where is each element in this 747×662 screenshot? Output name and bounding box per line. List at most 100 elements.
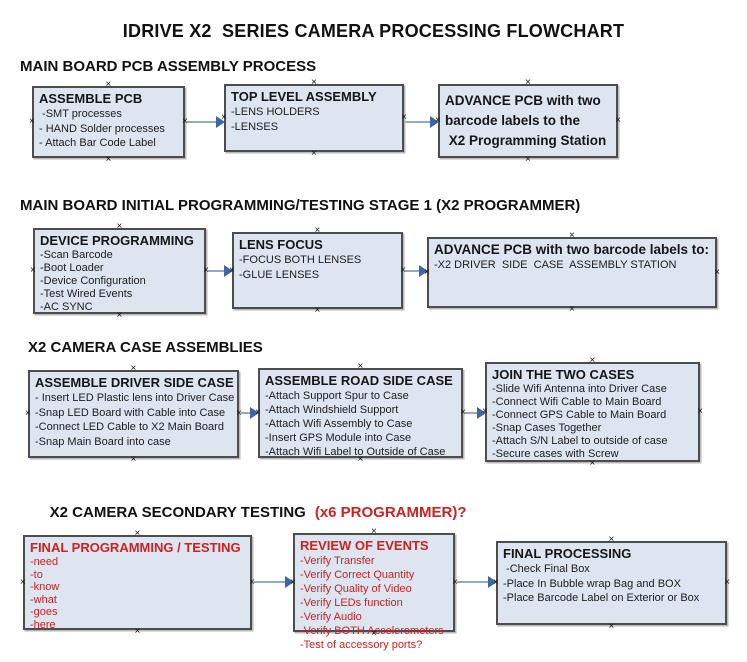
box-item: -Test Wired Events: [40, 288, 133, 300]
anchor-x-icon: ×: [714, 266, 720, 278]
box-title-line: ADVANCE PCB with two: [445, 93, 601, 108]
box-item: -LENS HOLDERS: [231, 106, 320, 118]
anchor-x-icon: ×: [569, 304, 575, 315]
box-item: -FOCUS BOTH LENSES: [239, 254, 362, 266]
flow-box-review-of-events: × × × × REVIEW OF EVENTS -Verify Transfe…: [290, 527, 458, 652]
connector-arrow: [187, 116, 225, 128]
box-title-line: barcode labels to the: [445, 113, 581, 128]
anchor-x-icon: ×: [30, 265, 36, 276]
section-heading-initial-programming: MAIN BOARD INITIAL PROGRAMMING/TESTING S…: [20, 197, 581, 214]
box-item: -Attach Windshield Support: [265, 404, 399, 416]
arrowhead-icon: [285, 576, 294, 588]
anchor-x-icon: ×: [525, 154, 531, 165]
box-item: -Test of accessory ports?: [300, 639, 423, 651]
box-item: -Place In Bubble wrap Bag and BOX: [503, 577, 681, 590]
box-title: TOP LEVEL ASSEMBLY: [231, 89, 377, 104]
connector-arrow: [405, 116, 439, 128]
anchor-x-icon: ×: [569, 230, 575, 241]
section-heading-pcb-assembly: MAIN BOARD PCB ASSEMBLY PROCESS: [20, 58, 317, 75]
box-item: -Boot Loader: [40, 262, 104, 274]
anchor-x-icon: ×: [724, 577, 730, 588]
arrowhead-icon: [216, 116, 225, 128]
flow-box-assemble-driver-side-case: × × × × ASSEMBLE DRIVER SIDE CASE - Inse…: [25, 364, 242, 465]
box-item: -Insert GPS Module into Case: [265, 432, 412, 444]
box-title: ASSEMBLE PCB: [39, 91, 143, 106]
box-title: FINAL PROCESSING: [503, 546, 632, 561]
box-item: -Check Final Box: [503, 563, 590, 575]
box-item: -X2 DRIVER SIDE CASE ASSEMBLY STATION: [434, 259, 677, 271]
box-item: -Attach Wifi Label to Outside of Case: [265, 446, 446, 458]
flow-box-join-the-two-cases: × × × × JOIN THE TWO CASES -Slide Wifi A…: [482, 356, 703, 469]
box-title: ADVANCE PCB with two barcode labels to:: [434, 242, 710, 257]
flow-box-final-processing: × × × × FINAL PROCESSING -Check Final Bo…: [493, 535, 730, 632]
box-item: -Connect LED Cable to X2 Main Board: [35, 421, 224, 433]
connector-arrow: [457, 576, 497, 588]
box-item: -Attach S/N Label to outside of case: [492, 435, 668, 447]
anchor-x-icon: ×: [311, 77, 317, 88]
heading-black-text: X2 CAMERA SECONDARY TESTING: [49, 504, 306, 521]
box-item: -Connect Wifi Cable to Main Board: [492, 396, 662, 408]
anchor-x-icon: ×: [311, 148, 317, 159]
box-item: -Verify Audio: [300, 611, 362, 623]
box-item: -need: [30, 556, 59, 568]
box-item: -Snap LED Board with Cable into Case: [35, 406, 226, 419]
box-title: LENS FOCUS: [239, 237, 323, 252]
flow-box-device-programming: × × × × DEVICE PROGRAMMING -Scan Barcode…: [30, 222, 209, 321]
connector-arrow: [465, 407, 486, 419]
flow-box-assemble-road-side-case: × × × × ASSEMBLE ROAD SIDE CASE -Attach …: [255, 362, 466, 465]
flow-box-lens-focus: × × × × LENS FOCUS -FOCUS BOTH LENSES -G…: [229, 226, 406, 316]
box-item: -Snap Cases Together: [492, 422, 602, 434]
anchor-x-icon: ×: [130, 363, 137, 374]
flow-box-final-programming-testing: × × × × FINAL PROGRAMMING / TESTING -nee…: [20, 529, 255, 637]
anchor-x-icon: ×: [130, 454, 137, 465]
flow-box-assemble-pcb: × × × × ASSEMBLE PCB -SMT processes - HA…: [29, 80, 188, 165]
connector-arrow: [241, 407, 259, 419]
anchor-x-icon: ×: [20, 576, 26, 588]
anchor-x-icon: ×: [116, 221, 123, 232]
box-title: DEVICE PROGRAMMING: [40, 233, 194, 248]
box-item: -Scan Barcode: [40, 249, 113, 261]
box-item: -to: [30, 568, 43, 581]
connector-arrow: [405, 265, 428, 277]
box-item: -Secure cases with Screw: [492, 448, 619, 460]
anchor-x-icon: ×: [105, 79, 112, 90]
box-item: -Place Barcode Label on Exterior or Box: [503, 592, 700, 604]
box-item: -here: [30, 618, 56, 631]
box-item: -Slide Wifi Antenna into Driver Case: [492, 383, 667, 395]
box-title: REVIEW OF EVENTS: [300, 538, 429, 553]
flow-box-advance-to-programming: × × × × ADVANCE PCB with two barcode lab…: [435, 78, 621, 165]
heading-red-text: (x6 PROGRAMMER)?: [314, 504, 467, 521]
box-item: - HAND Solder processes: [39, 122, 165, 135]
connector-arrow: [208, 265, 233, 277]
box-item: - Attach Bar Code Label: [39, 137, 156, 149]
anchor-x-icon: ×: [589, 355, 596, 366]
anchor-x-icon: ×: [608, 621, 615, 632]
box-item: -Verify Quality of Video: [300, 583, 412, 595]
box-item: -SMT processes: [39, 108, 122, 120]
arrowhead-icon: [488, 576, 497, 588]
box-item: -Verify BOTH Accelerometers: [300, 625, 444, 637]
anchor-x-icon: ×: [357, 361, 364, 372]
anchor-x-icon: ×: [697, 406, 703, 417]
section-heading-secondary-testing: X2 CAMERA SECONDARY TESTING (x6 PROGRAMME…: [33, 487, 467, 538]
connector-arrow: [254, 576, 294, 588]
anchor-x-icon: ×: [25, 408, 31, 419]
box-title: JOIN THE TWO CASES: [492, 367, 635, 382]
box-title: ASSEMBLE ROAD SIDE CASE: [265, 373, 453, 388]
box-item: -Attach Wifi Assembly to Case: [265, 418, 413, 430]
box-item: -Connect GPS Cable to Main Board: [492, 409, 667, 421]
box-item: -what: [30, 593, 57, 606]
section-heading-case-assemblies: X2 CAMERA CASE ASSEMBLIES: [28, 339, 263, 356]
box-item: -Verify Transfer: [300, 555, 375, 567]
box-item: -goes: [30, 606, 58, 618]
anchor-x-icon: ×: [615, 115, 621, 126]
arrowhead-icon: [224, 265, 233, 277]
anchor-x-icon: ×: [589, 458, 596, 469]
box-item: -Device Configuration: [40, 275, 146, 287]
anchor-x-icon: ×: [29, 116, 35, 127]
box-item: -Verify Correct Quantity: [300, 569, 415, 581]
flow-box-advance-to-case-assembly: × × × × ADVANCE PCB with two barcode lab…: [424, 231, 720, 315]
box-item: -Snap Main Board into case: [35, 435, 171, 448]
arrowhead-icon: [430, 116, 439, 128]
anchor-x-icon: ×: [608, 534, 615, 545]
